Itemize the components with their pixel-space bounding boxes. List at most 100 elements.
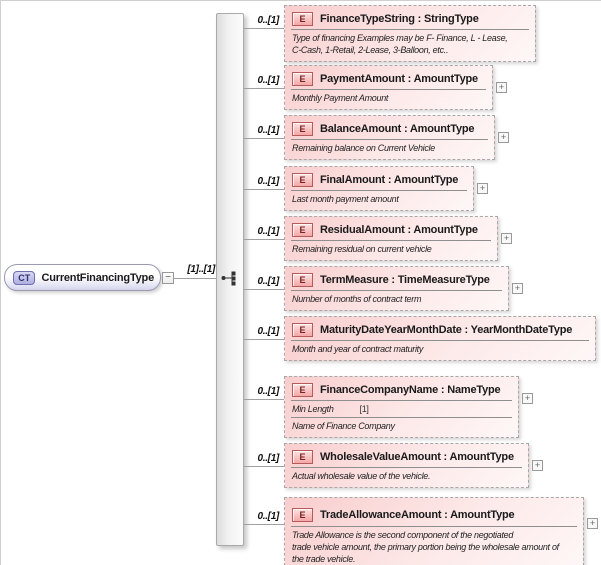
element-title: ResidualAmount : AmountType [320,223,478,236]
element-icon: E [292,382,313,397]
element-header: E FinanceTypeString : StringType [285,6,535,29]
element-annotation: Remaining balance on Current Vehicle [292,143,435,153]
connector-line [244,524,284,525]
divider [291,190,467,191]
divider [291,29,529,30]
element-node-finance-type-string[interactable]: E FinanceTypeString : StringType Type of… [284,5,536,62]
divider [291,526,577,527]
connector-line [244,399,284,400]
element-icon: E [292,121,313,136]
element-title: TradeAllowanceAmount : AmountType [320,509,515,521]
element-title: TermMeasure : TimeMeasureType [320,273,490,286]
cardinality-label: 0..[1] [257,125,279,136]
element-node-balance-amount[interactable]: E BalanceAmount : AmountType Remaining b… [284,115,495,160]
connector-line [244,138,284,139]
cardinality-label: 0..[1] [257,276,279,287]
element-title: MaturityDateYearMonthDate : YearMonthDat… [320,323,573,336]
divider [291,290,502,291]
element-title: FinanceTypeString : StringType [320,12,479,25]
element-node-wholesale-value-amount[interactable]: E WholesaleValueAmount : AmountType Actu… [284,443,529,488]
cardinality-label: 0..[1] [257,176,279,187]
element-node-term-measure[interactable]: E TermMeasure : TimeMeasureType Number o… [284,266,509,311]
cardinality-label: 0..[1] [257,386,279,397]
element-title: FinanceCompanyName : NameType [320,383,501,396]
element-icon: E [292,508,313,522]
complex-type-icon: CT [13,270,36,285]
element-icon: E [292,322,313,337]
element-annotation: Number of months of contract term [292,294,422,304]
cardinality-label: 0..[1] [257,453,279,464]
element-header: E ResidualAmount : AmountType [285,217,497,240]
element-annotation: Actual wholesale value of the vehicle. [292,471,431,481]
element-annotation: Remaining residual on current vehicle [292,244,432,254]
element-title: WholesaleValueAmount : AmountType [320,450,514,463]
facet-value: [1] [359,403,369,414]
connector-line [244,339,284,340]
element-annotation: Month and year of contract maturity [292,344,424,354]
element-icon: E [292,71,313,86]
element-title: PaymentAmount : AmountType [320,72,478,85]
cardinality-label: 0..[1] [257,15,279,26]
element-header: E TermMeasure : TimeMeasureType [285,267,508,290]
element-annotation: Name of Finance Company [292,421,395,431]
element-node-final-amount[interactable]: E FinalAmount : AmountType Last month pa… [284,166,474,211]
divider [291,240,491,241]
expand-plus-icon[interactable]: + [522,393,533,404]
element-header: E FinanceCompanyName : NameType [285,377,518,400]
cardinality-label: 0..[1] [257,75,279,86]
expand-plus-icon[interactable]: + [498,132,509,143]
facet-label: Min Length [292,403,334,414]
connector-line [244,289,284,290]
sequence-compositor-icon[interactable] [220,270,242,286]
element-annotation: Monthly Payment Amount [292,93,389,103]
element-icon: E [292,222,313,237]
connector-line [244,88,284,89]
cardinality-label: 0..[1] [257,511,279,522]
element-annotation: Type of financing Examples may be F- Fin… [292,33,508,55]
divider [291,400,512,401]
element-header: E PaymentAmount : AmountType [285,66,492,89]
facet-row: Min Length [1] [285,401,518,417]
expand-plus-icon[interactable]: + [501,233,512,244]
element-header: E WholesaleValueAmount : AmountType [285,444,528,467]
element-header: E TradeAllowanceAmount : AmountType [285,498,583,526]
element-header: E MaturityDateYearMonthDate : YearMonthD… [285,317,595,340]
element-node-finance-company-name[interactable]: E FinanceCompanyName : NameType Min Leng… [284,376,519,438]
connector-line [174,278,216,279]
connector-line [244,28,284,29]
element-node-payment-amount[interactable]: E PaymentAmount : AmountType Monthly Pay… [284,65,493,110]
element-title: FinalAmount : AmountType [320,173,459,186]
expand-plus-icon[interactable]: + [512,283,523,294]
root-cardinality-label: [1]..[1] [187,264,215,275]
complex-type-node[interactable]: CT CurrentFinancingType [4,264,161,291]
element-icon: E [292,11,313,26]
connector-line [244,466,284,467]
cardinality-label: 0..[1] [257,326,279,337]
divider [291,89,486,90]
sequence-bar [216,13,244,546]
expand-plus-icon[interactable]: + [587,518,598,529]
element-node-residual-amount[interactable]: E ResidualAmount : AmountType Remaining … [284,216,498,261]
cardinality-label: 0..[1] [257,226,279,237]
expand-plus-icon[interactable]: + [477,183,488,194]
connector-line [244,189,284,190]
element-icon: E [292,172,313,187]
divider [291,417,512,418]
element-node-trade-allowance-amount[interactable]: E TradeAllowanceAmount : AmountType Trad… [284,497,584,565]
divider [291,467,522,468]
element-icon: E [292,272,313,287]
expand-plus-icon[interactable]: + [532,460,543,471]
expand-plus-icon[interactable]: + [496,82,507,93]
element-annotation: Trade Allowance is the second component … [292,530,559,564]
element-annotation: Last month payment amount [292,194,399,204]
element-header: E FinalAmount : AmountType [285,167,473,190]
collapse-minus-icon[interactable]: − [162,272,174,284]
connector-line [244,239,284,240]
complex-type-title: CurrentFinancingType [41,271,154,284]
element-header: E BalanceAmount : AmountType [285,116,494,139]
element-title: BalanceAmount : AmountType [320,122,475,135]
divider [291,340,589,341]
element-node-maturity-date[interactable]: E MaturityDateYearMonthDate : YearMonthD… [284,316,596,361]
element-icon: E [292,449,313,464]
